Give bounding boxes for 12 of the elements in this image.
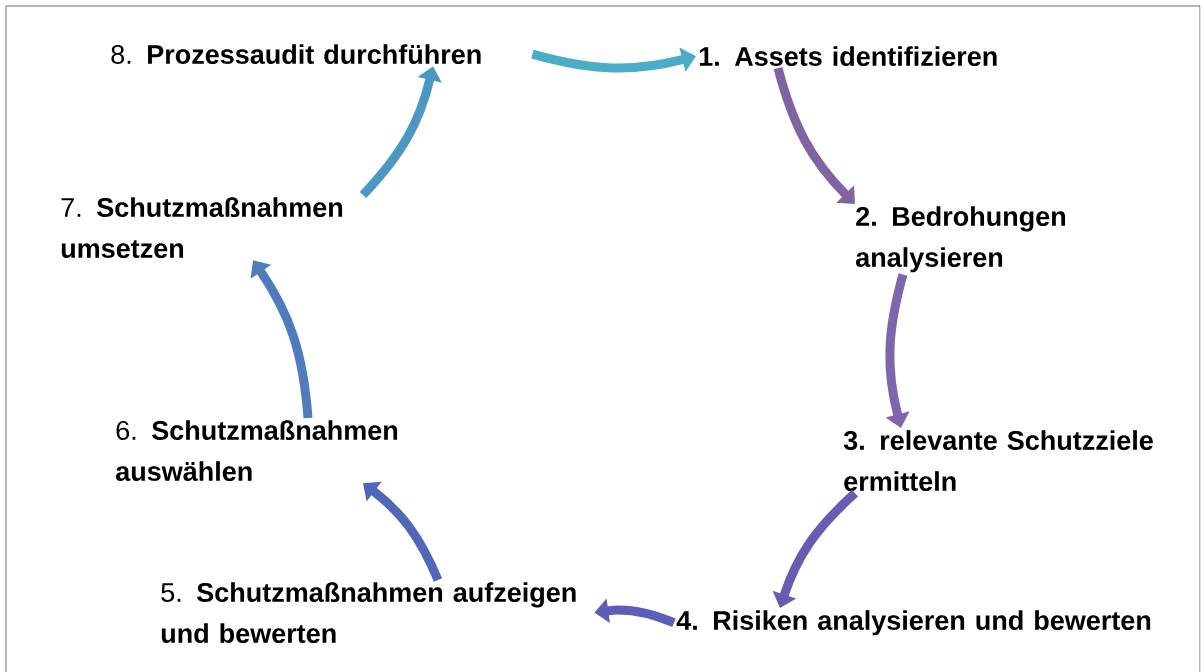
step-label: 1. Assets identifizieren	[699, 46, 997, 67]
arrow	[250, 260, 313, 419]
step-label: 5. Schutzmaßnahmen aufzeigen und bewerten	[161, 582, 576, 643]
step-label: 6. Schutzmaßnahmen auswählen	[116, 420, 398, 482]
arrow	[531, 47, 696, 73]
step-label: 2. Bedrohungen analysieren	[856, 206, 1066, 273]
step-label: 8. Prozessaudit durchführen	[111, 44, 481, 65]
step-label: 7. Schutzmaßnahmen umsetzen	[61, 197, 343, 259]
arrow	[885, 273, 910, 428]
arrow	[773, 67, 855, 204]
step-label: 3. relevante Schutzziele ermitteln	[843, 430, 1153, 492]
step-label: 4. Risiken analysieren und bewerten	[676, 610, 1151, 636]
